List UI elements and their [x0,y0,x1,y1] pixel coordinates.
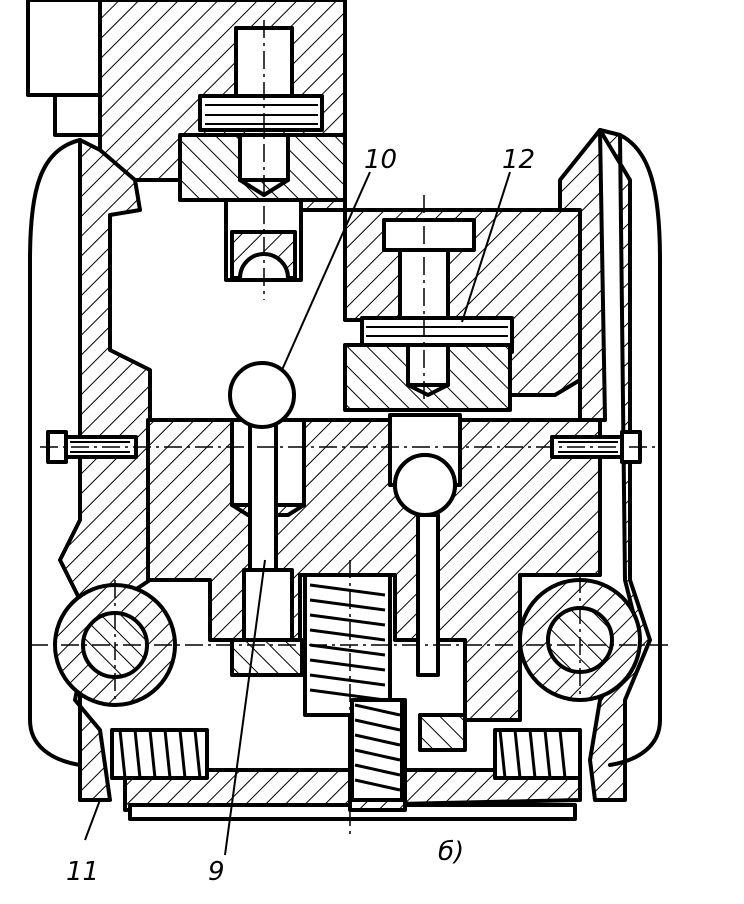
balls [228,361,457,517]
leader-lines [84,171,511,856]
callout-10: 10 [364,145,397,175]
ball-right [393,453,457,517]
leader-10 [281,171,371,371]
callout-12: 12 [502,145,535,175]
sub-figure-label: б) [438,837,464,867]
leader-11 [84,799,101,841]
center-lines [30,20,670,835]
callouts: 10 12 11 9 б) [66,145,535,887]
leader-9 [224,559,266,856]
upper-housing [98,0,347,282]
top-left-frame [26,0,105,137]
leader-12 [461,171,511,323]
upper-right-block [343,208,582,412]
callout-11: 11 [66,857,99,887]
ball-10 [228,361,296,429]
callout-9: 9 [208,857,225,887]
